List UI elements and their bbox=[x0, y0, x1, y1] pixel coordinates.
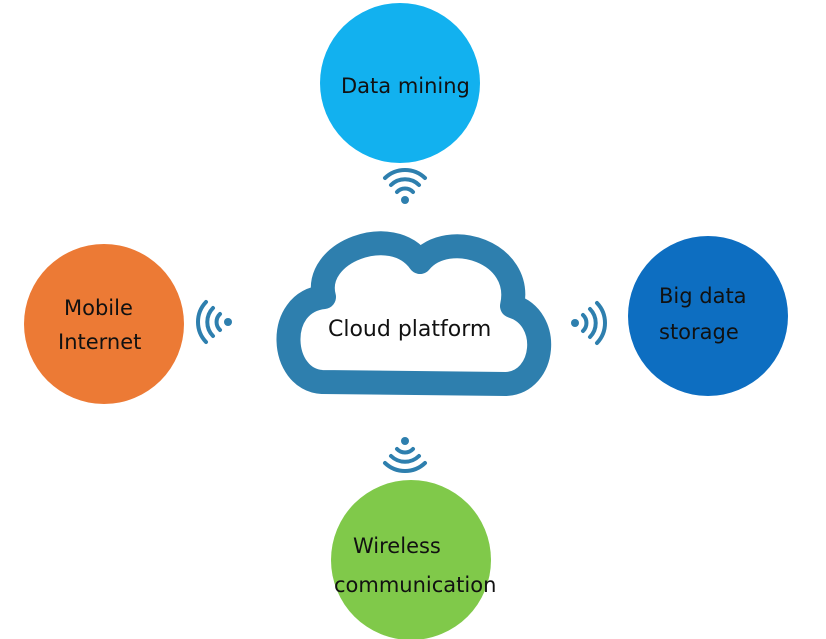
node-mobile-internet bbox=[24, 244, 184, 404]
wifi-signal-icon-left bbox=[196, 300, 232, 344]
signal-dot bbox=[401, 196, 409, 204]
cloud-icon bbox=[276, 231, 552, 396]
node-label-wireless-communication-line2: communication bbox=[334, 573, 497, 597]
node-label-big-data-storage-line1: Big data bbox=[659, 284, 747, 308]
node-label-mobile-internet-line2: Internet bbox=[58, 330, 142, 354]
signal-dot bbox=[401, 437, 409, 445]
node-data-mining bbox=[320, 3, 480, 163]
signal-dot bbox=[571, 319, 579, 327]
wifi-signal-icon-top bbox=[383, 168, 427, 204]
wifi-signal-icon-right bbox=[571, 301, 607, 345]
node-label-mobile-internet-line1: Mobile bbox=[64, 296, 133, 320]
node-big-data-storage bbox=[628, 236, 788, 396]
node-label-data-mining: Data mining bbox=[341, 74, 470, 98]
node-wireless-communication bbox=[331, 480, 491, 639]
signal-dot bbox=[224, 318, 232, 326]
node-label-big-data-storage-line2: storage bbox=[659, 320, 739, 344]
wifi-signal-icon-bottom bbox=[383, 437, 427, 473]
center-label: Cloud platform bbox=[328, 317, 492, 342]
node-label-wireless-communication-line1: Wireless bbox=[353, 534, 441, 558]
